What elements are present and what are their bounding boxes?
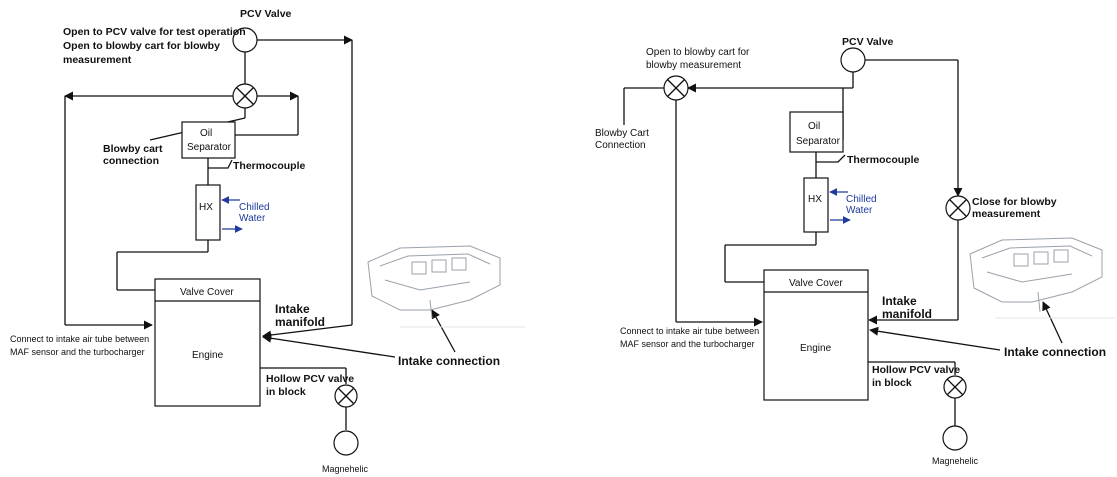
left-diagram: PCV Valve Open to PCV valve for test ope… [10,8,525,474]
left-hollow-label-1: Hollow PCV valve [266,373,354,385]
right-chilled-label-1: Chilled [846,194,877,205]
right-oil-separator-box [789,111,844,153]
right-blowby-cart-label-2: Connection [595,140,646,151]
right-diagram: PCV Valve Close for blowby measurement O… [595,36,1115,466]
right-hx-label: HX [808,194,822,205]
right-oil-separator-label-2: Separator [796,136,841,147]
right-open-label-1: Open to blowby cart for [646,47,750,58]
right-pcv-valve-symbol [840,47,866,73]
left-block-valve [334,384,358,408]
right-pcv-valve-label: PCV Valve [842,36,894,48]
right-hollow-label-2: in block [872,377,912,389]
left-engine-label: Engine [192,350,224,361]
left-three-way-valve [232,83,258,109]
left-hx-label: HX [199,202,213,213]
right-intake-manifold-label-1: Intake [882,294,917,308]
right-close-label-2: measurement [972,208,1041,220]
left-magnehelic-label: Magnehelic [322,464,369,474]
left-intake-manifold-label-1: Intake [275,302,310,316]
left-connect-label-2: MAF sensor and the turbocharger [10,347,145,357]
right-engine-box [763,269,869,401]
left-connect-label-1: Connect to intake air tube between [10,334,149,344]
left-blowby-cart-label-1: Blowby cart [103,143,163,155]
left-intake-manifold-label-2: manifold [275,315,325,329]
right-engine-sketch-icon [969,237,1103,313]
right-oil-separator-label-1: Oil [808,121,820,132]
left-pcv-valve-label: PCV Valve [240,8,292,20]
left-chilled-label-2: Water [239,213,266,224]
right-intake-manifold-label-2: manifold [882,307,932,321]
left-valve-cover-label: Valve Cover [180,287,234,298]
right-blowby-cart-label-1: Blowby Cart [595,128,649,139]
left-thermocouple-label: Thermocouple [233,160,306,172]
left-engine-box [154,278,261,407]
right-hx-box [803,177,829,233]
right-open-label-2: blowby measurement [646,60,741,71]
left-magnehelic-symbol [333,430,359,456]
right-thermocouple-label: Thermocouple [847,154,920,166]
right-connect-label-2: MAF sensor and the turbocharger [620,339,755,349]
right-close-valve [945,195,971,221]
left-note-line2: Open to blowby cart for blowby [63,40,220,52]
right-close-label-1: Close for blowby [972,196,1057,208]
left-blowby-cart-label-2: connection [103,155,159,167]
left-chilled-label-1: Chilled [239,202,270,213]
left-oil-separator-label-1: Oil [200,128,212,139]
right-blowby-valve [663,75,689,101]
right-block-valve [943,375,967,399]
right-intake-connection-label: Intake connection [1004,345,1106,359]
right-magnehelic-label: Magnehelic [932,456,979,466]
left-hollow-label-2: in block [266,386,306,398]
right-hollow-label-1: Hollow PCV valve [872,364,960,376]
left-intake-connection-label: Intake connection [398,354,500,368]
right-valve-cover-label: Valve Cover [789,278,843,289]
left-note-line1: Open to PCV valve for test operation [63,26,246,38]
left-oil-separator-label-2: Separator [187,142,232,153]
right-engine-label: Engine [800,343,832,354]
right-chilled-label-2: Water [846,205,873,216]
left-engine-sketch-icon [367,245,501,319]
right-magnehelic-symbol [942,425,968,451]
left-note-line3: measurement [63,54,132,66]
right-connect-label-1: Connect to intake air tube between [620,326,759,336]
